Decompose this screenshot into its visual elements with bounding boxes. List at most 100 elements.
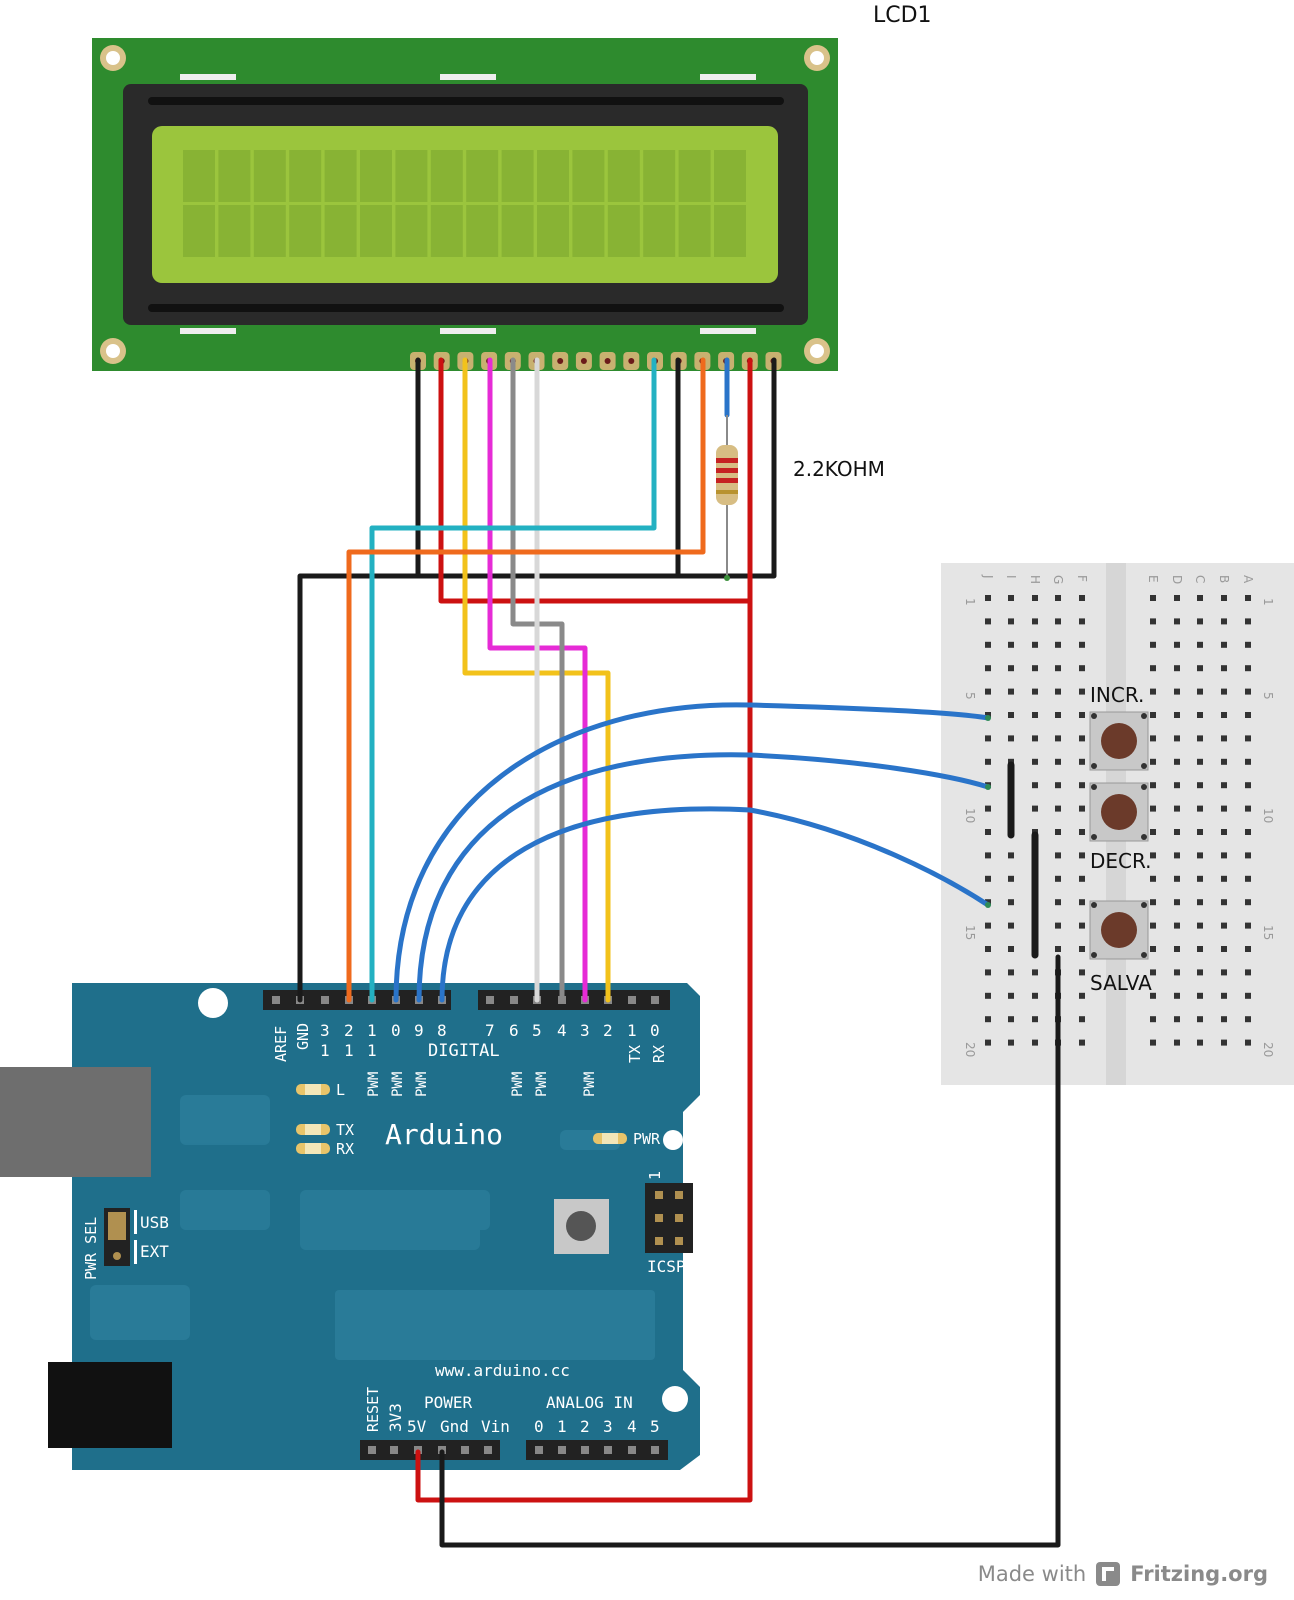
resistor-label: 2.2KOHM [793, 457, 885, 481]
digital-pin-label: 3 [580, 1021, 590, 1040]
lcd-cell [537, 205, 569, 257]
pwr-label: PWR [633, 1130, 661, 1148]
digital-pin-label: 6 [509, 1021, 519, 1040]
header-pin [272, 996, 280, 1004]
made-with-text: Made with [977, 1562, 1087, 1586]
led-l-label: L [336, 1081, 345, 1099]
icsp-label: ICSP [647, 1257, 686, 1276]
arduino-url: www.arduino.cc [435, 1361, 570, 1380]
svg-text:15: 15 [963, 925, 977, 940]
breadboard-row-numbers: 1 5 10 15 20 1 5 10 15 20 [963, 598, 1275, 1057]
svg-text:10: 10 [1261, 808, 1275, 823]
lcd-cell [324, 150, 357, 202]
header-pin [368, 1446, 376, 1454]
lcd-cell [253, 150, 286, 202]
icsp-1-label: 1 [646, 1171, 664, 1180]
svg-text:1: 1 [1261, 598, 1275, 606]
button-incr[interactable] [1089, 711, 1149, 771]
lcd-cell [360, 150, 392, 202]
digital-pin-label: 7 [485, 1021, 495, 1040]
power-label: POWER [424, 1393, 473, 1412]
svg-text:15: 15 [1261, 925, 1275, 940]
button-decr[interactable] [1089, 782, 1149, 842]
resistor [716, 415, 738, 581]
icsp-header [645, 1183, 693, 1253]
lcd-cell [218, 205, 251, 257]
wire-lcd-en-pin11 [369, 357, 657, 1003]
lcd-cell [289, 150, 322, 202]
header-pin [321, 996, 329, 1004]
svg-text:1: 1 [963, 598, 977, 606]
lcd-cell [466, 205, 499, 257]
led-l [296, 1084, 330, 1095]
breadboard-column-letter: C [1193, 575, 1207, 583]
digital-pin-label: 1 [320, 1041, 330, 1060]
digital-pin-label: 0 [391, 1021, 401, 1040]
lcd-character-cells [183, 150, 746, 257]
led-tx [296, 1124, 330, 1135]
digital-pin-label: 9 [414, 1021, 424, 1040]
breadboard-column-letter: B [1217, 575, 1231, 583]
digital-pin-label: 0 [650, 1021, 660, 1040]
lcd-cell [714, 150, 746, 202]
breadboard-column-letter: H [1028, 575, 1042, 584]
digital-pin-label: 1 [627, 1021, 637, 1040]
header-pin [558, 1446, 566, 1454]
breadboard-column-letter: G [1051, 575, 1065, 584]
fritzing-brand: Fritzing.org [1130, 1562, 1268, 1586]
lcd-cell [678, 150, 711, 202]
lcd-cell [430, 150, 463, 202]
analog-pin-label: 1 [557, 1417, 567, 1436]
wire-endpoints [985, 715, 991, 908]
reset-label: RESET [364, 1387, 382, 1432]
lcd-cell [466, 150, 499, 202]
wire-pin10-incr [393, 702, 991, 1003]
svg-text:PWM: PWM [366, 1072, 382, 1097]
header-pin [628, 996, 636, 1004]
header-pin [461, 1446, 469, 1454]
breadboard-column-letter: I [1004, 575, 1018, 579]
button-salva[interactable] [1089, 900, 1149, 960]
analog-pin-label: 3 [603, 1417, 613, 1436]
header-pin [484, 1446, 492, 1454]
lcd-cell [537, 150, 569, 202]
digital-pin-label: 1 [367, 1021, 377, 1040]
header-pin [581, 1446, 589, 1454]
pwr-sel-jumper[interactable] [104, 1208, 137, 1266]
lcd-cell [253, 205, 286, 257]
lcd-cell [360, 205, 392, 257]
lcd-cell [430, 205, 463, 257]
led-rx [296, 1143, 330, 1154]
svg-text:5: 5 [963, 692, 977, 700]
breadboard-holes [985, 595, 1251, 1046]
lcd-module: LCD1 [92, 3, 932, 371]
lcd-cell [289, 205, 322, 257]
usb-port [0, 1067, 151, 1177]
analog-pin-label: 4 [627, 1417, 637, 1436]
lcd-cell [395, 150, 428, 202]
svg-text:5: 5 [1261, 692, 1275, 700]
digital-pin-label: 3 [320, 1021, 330, 1040]
power-pin-5v: 5V [407, 1417, 427, 1436]
wire-pin9-decr [416, 752, 991, 1003]
header-pin [651, 1446, 659, 1454]
lcd-cell [714, 205, 746, 257]
wire-lcd-vcc-5v [415, 357, 753, 1503]
header-pin [651, 996, 659, 1004]
reset-button[interactable] [554, 1199, 609, 1254]
breadboard-column-letter: J [981, 574, 995, 579]
button-incr-label: INCR. [1090, 683, 1144, 707]
analog-header [526, 1440, 668, 1460]
digital-pin-label: 2 [344, 1021, 354, 1040]
led-rx-label: RX [336, 1140, 354, 1158]
lcd-cell [395, 205, 428, 257]
button-decr-label: DECR. [1090, 849, 1152, 873]
lcd-mount-holes [100, 45, 830, 364]
digital-pin-label: 4 [557, 1021, 567, 1040]
digital-pin-label: 2 [603, 1021, 613, 1040]
lcd-cell [607, 205, 640, 257]
